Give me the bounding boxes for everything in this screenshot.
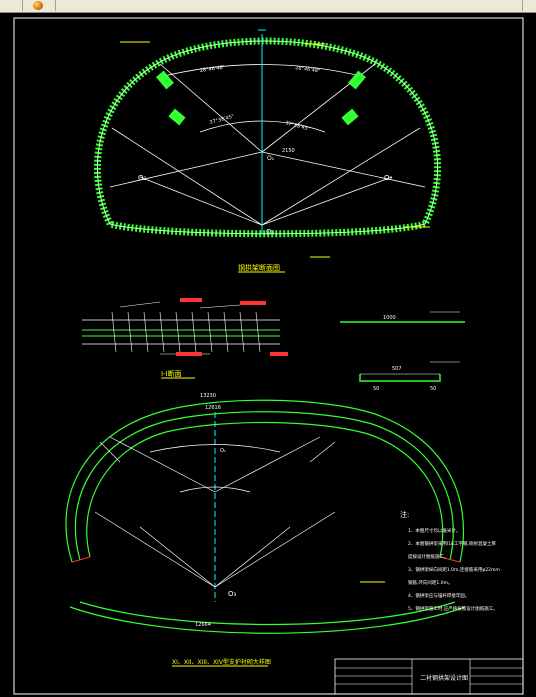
notes-list: 1、本图尺寸均以毫米计。 2、本图钢拱架采用I18工字钢,喷射混凝土厚 度按设计图… [408, 527, 500, 612]
toolbar [0, 0, 536, 13]
bar-dim-4: 50 [430, 386, 436, 392]
title-block-frame [334, 658, 524, 695]
bottom-lower-label: O₃ [228, 590, 237, 598]
radius-line [109, 436, 216, 493]
label-tag [180, 298, 202, 302]
radius-line [261, 151, 426, 188]
bottom-second-dim: 12616 [205, 405, 221, 411]
note-line: 1、本图尺寸均以毫米计。 [408, 527, 460, 534]
center-label-bottom: O₃ [266, 228, 275, 236]
section-label: I [250, 39, 252, 47]
note-line: 钢筋,环向间距1.0m。 [408, 579, 452, 586]
note-line: 5、钢拱架施工时,应严格按照设计图纸施工。 [408, 605, 498, 612]
main-caption: 钢拱架断面图 [238, 263, 280, 272]
radius-line [214, 526, 291, 588]
radius-line [139, 526, 216, 588]
bottom-caption: XI、XII、XIII、XIV型支护衬砌大样图 [172, 658, 271, 666]
radius-line [94, 511, 216, 588]
notes: 注: 1、本图尺寸均以毫米计。 2、本图钢拱架采用I18工字钢,喷射混凝土厚 度按… [400, 510, 500, 612]
radius-line [109, 151, 263, 188]
tie-bar [127, 311, 133, 353]
leader-line [309, 441, 336, 463]
lining-ends [71, 556, 461, 563]
toolbar-button-3[interactable] [522, 0, 536, 11]
radius-line [214, 436, 321, 493]
drawing-frame [13, 17, 524, 695]
tie-bars [111, 311, 261, 353]
tie-bar [159, 311, 165, 353]
lining-ring-outer [93, 37, 442, 238]
center-label-top: O₁ [267, 155, 275, 162]
leader-line [199, 304, 241, 309]
bottom-invert-dim: 12664 [195, 622, 211, 628]
section-i-i: I-I断面 [82, 298, 288, 379]
toolbar-button-1[interactable] [0, 0, 23, 11]
toolbar-button-2[interactable] [23, 0, 56, 11]
radius-line [214, 511, 336, 588]
title-block-name: 二衬钢拱架设计图 [420, 674, 468, 682]
anchor-label [348, 70, 366, 90]
title-block: 二衬钢拱架设计图 [334, 658, 524, 695]
anchor-label [168, 108, 186, 126]
tie-bar [255, 311, 261, 353]
invert-outer [69, 606, 466, 634]
radius-line [159, 63, 263, 153]
radius-line [261, 176, 393, 226]
gear-toy-icon [33, 1, 43, 10]
lining-middle [74, 411, 454, 561]
radius-line [139, 176, 263, 226]
tie-bar [223, 311, 229, 353]
bar-dim-1: 1000 [383, 315, 396, 321]
center-label-right: O₂ [384, 174, 393, 182]
leader-line [99, 441, 121, 463]
lining-inner [86, 421, 444, 558]
notes-title: 注: [400, 510, 409, 519]
lining-ring-centerline [96, 40, 439, 235]
tie-bar [207, 311, 213, 353]
bottom-top-dim: 13230 [200, 393, 216, 399]
section-caption: I-I断面 [161, 369, 182, 378]
bent-bar [359, 374, 441, 382]
bar-dim-3: 50 [373, 386, 379, 392]
angle-right-top: 28°46'48" [295, 65, 321, 74]
tie-bar [175, 311, 181, 353]
lining-outer [65, 399, 464, 563]
tie-bar [143, 311, 149, 353]
note-line: 度按设计图纸施工。 [408, 553, 449, 560]
bar-dim-2: 507 [392, 366, 402, 372]
tie-bar [111, 311, 117, 353]
label-tag [240, 301, 266, 305]
anchor-label [341, 108, 359, 126]
angle-arc [179, 486, 251, 493]
leader-line [119, 301, 161, 308]
radius-line [261, 127, 421, 226]
top-tunnel-section: I O₁ O₂ O₂ O₃ 28°46'48" 28°46'48" 37°38'… [93, 29, 442, 273]
center-label-left: O₂ [138, 174, 147, 182]
dim-center: 2150 [282, 148, 295, 154]
tie-bar [191, 311, 197, 353]
label-tag [176, 352, 202, 356]
tie-bar [239, 311, 245, 353]
bar-details: 1000 507 50 50 [340, 311, 465, 392]
angle-left-top: 28°46'48" [199, 65, 225, 74]
note-line: 3、钢拱架纵向间距1.0m,连接筋采用φ22mm [408, 566, 500, 573]
label-tag [270, 352, 288, 356]
note-line: 2、本图钢拱架采用I18工字钢,喷射混凝土厚 [408, 540, 496, 547]
drawing-canvas[interactable]: I O₁ O₂ O₂ O₃ 28°46'48" 28°46'48" 37°38'… [0, 12, 536, 697]
anchor-label [156, 70, 174, 90]
angle-arc [149, 444, 281, 453]
bottom-tunnel-section: 13230 12616 O₁ O₃ 12664 XI、XII、XIII、XIV型… [65, 393, 466, 667]
angle-inner-right: 37°38'45" [284, 120, 310, 132]
radius-line [111, 127, 263, 226]
invert-inner [79, 601, 456, 626]
note-line: 4、钢拱架应与锚杆焊接牢固。 [408, 592, 469, 599]
bottom-center-label: O₁ [220, 448, 226, 454]
